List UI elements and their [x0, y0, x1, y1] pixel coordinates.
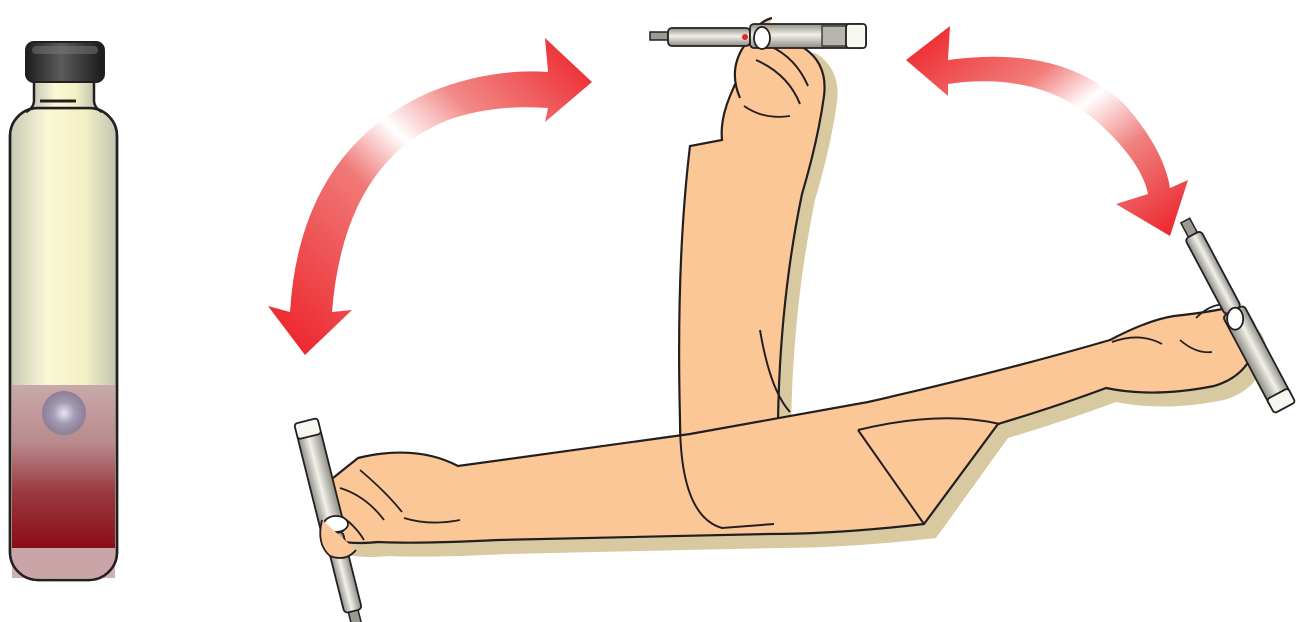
- arrow-right: [906, 26, 1188, 236]
- pen-top: [650, 24, 866, 49]
- arrow-left: [268, 38, 592, 355]
- vial-bubble: [42, 391, 86, 435]
- cartridge-vial: [10, 42, 117, 580]
